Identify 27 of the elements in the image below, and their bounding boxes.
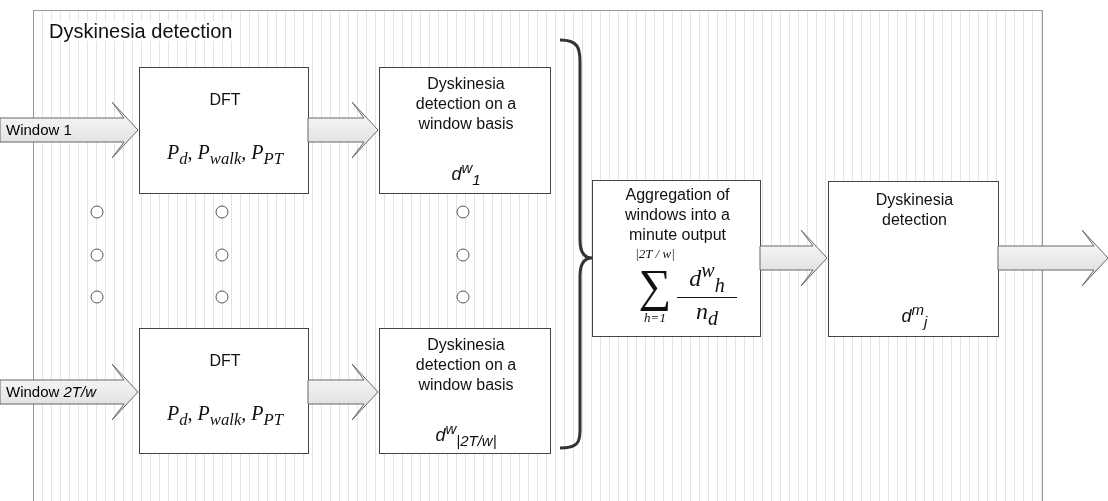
process-box — [139, 67, 309, 194]
box-text: Dyskinesia detection on a window basis — [414, 335, 518, 395]
process-box — [139, 328, 309, 454]
process-box — [379, 67, 551, 194]
process-box — [379, 328, 551, 454]
process-box — [592, 180, 761, 337]
block-arrow — [0, 101, 139, 159]
process-box — [828, 181, 999, 337]
formula: P$_{d}$, P$_{walk}$, P$_{PT}$ — [166, 142, 285, 169]
block-arrow — [307, 363, 379, 421]
edge-label: Window 2T/w — [6, 383, 97, 401]
block-arrow — [0, 363, 139, 421]
panel-title: Dyskinesia detection — [49, 21, 233, 41]
sum-upper-limit: |2T / w| — [634, 247, 676, 261]
box-text: Dyskinesia detection on a window basis — [414, 74, 518, 134]
box-text: Dyskinesia detection — [874, 190, 955, 230]
sum-lower-limit: h=1 — [644, 311, 666, 325]
block-arrow — [759, 229, 828, 287]
edge-label: Window 1 — [6, 121, 72, 139]
sum-sign: ∑ — [638, 263, 672, 309]
formula: P$_{d}$, P$_{walk}$, P$_{PT}$ — [166, 403, 285, 430]
fraction-denominator: n$_{d}$ — [677, 297, 737, 331]
box-title: DFT — [208, 351, 242, 371]
block-arrow — [307, 101, 379, 159]
box-text: Aggregation of windows into a minute output — [624, 185, 731, 245]
block-arrow — [997, 229, 1108, 287]
box-title: DFT — [208, 90, 242, 110]
